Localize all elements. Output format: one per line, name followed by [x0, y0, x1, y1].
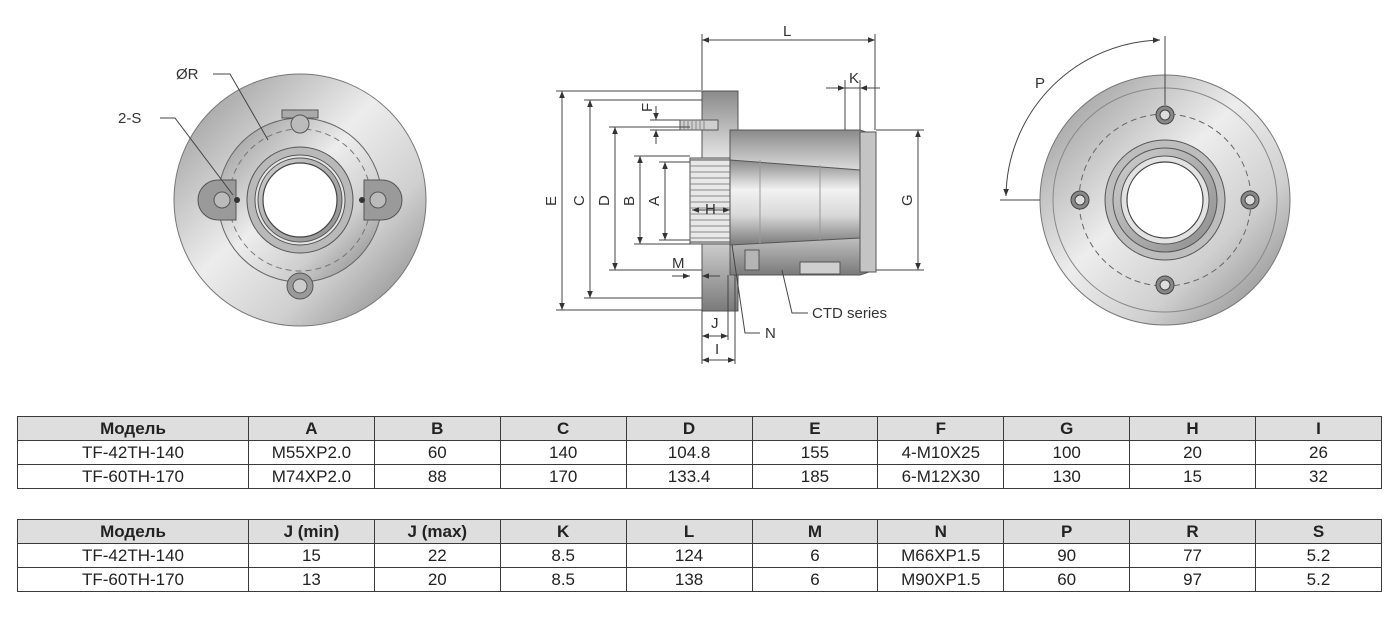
header-cell: L	[625, 519, 753, 544]
table-cell: 15	[1129, 464, 1256, 489]
header-cell: N	[877, 519, 1005, 544]
bolt-pocket-left	[197, 179, 237, 221]
table-cell: TF-42TH-140	[17, 440, 249, 465]
spec-table-2: Модель J (min) J (max) K L M N P R S TF-…	[17, 519, 1382, 592]
threaded-nose	[689, 159, 731, 243]
table-header-row: Модель A B C D E F G H I	[17, 416, 1382, 441]
bolt-pocket-top	[281, 109, 319, 134]
table-cell: 13	[248, 567, 375, 592]
header-cell: M	[751, 519, 879, 544]
header-cell: J (max)	[373, 519, 501, 544]
table-cell: TF-60TH-170	[17, 464, 249, 489]
table-cell: 104.8	[625, 440, 753, 465]
table-cell: 15	[248, 543, 375, 568]
table-cell: 5.2	[1255, 567, 1382, 592]
table-cell: 138	[625, 567, 753, 592]
header-cell: G	[1003, 416, 1131, 441]
table-cell: 60	[373, 440, 501, 465]
table-cell: 32	[1255, 464, 1382, 489]
spec-table-1: Модель A B C D E F G H I TF-42TH-140 M55…	[17, 416, 1382, 489]
table-cell: 124	[625, 543, 753, 568]
header-cell: B	[373, 416, 501, 441]
header-cell: F	[877, 416, 1005, 441]
header-cell: K	[499, 519, 627, 544]
table-cell: 26	[1255, 440, 1382, 465]
label-a: A	[646, 196, 663, 206]
table-cell: M66XP1.5	[877, 543, 1005, 568]
header-cell: R	[1129, 519, 1256, 544]
label-s: 2-S	[118, 110, 141, 127]
label-d: D	[596, 195, 613, 206]
label-n: N	[765, 325, 776, 342]
label-b: B	[621, 196, 638, 206]
table-cell: 97	[1129, 567, 1256, 592]
table-cell: 90	[1003, 543, 1131, 568]
table-cell: 133.4	[625, 464, 753, 489]
table-cell: M55XP2.0	[248, 440, 375, 465]
table-cell: 88	[373, 464, 501, 489]
table-cell: TF-42TH-140	[17, 543, 249, 568]
dimension-lines	[556, 34, 924, 364]
label-e: E	[543, 196, 560, 206]
label-h: H	[705, 201, 716, 218]
label-ctd-series: CTD series	[812, 305, 887, 322]
table-cell: 130	[1003, 464, 1131, 489]
table-row: TF-42TH-140 M55XP2.0 60 140 104.8 155 4-…	[17, 440, 1382, 465]
table-row: TF-42TH-140 15 22 8.5 124 6 M66XP1.5 90 …	[17, 543, 1382, 568]
table-cell: 4-M10X25	[877, 440, 1005, 465]
header-cell: A	[248, 416, 375, 441]
front-view-right: P	[1000, 36, 1291, 326]
table-cell: 155	[751, 440, 879, 465]
header-cell: I	[1255, 416, 1382, 441]
label-i: I	[715, 341, 719, 358]
table-cell: 8.5	[499, 543, 627, 568]
section-view: L K F E C D B A H G M J I N CTD series	[543, 23, 924, 364]
table-cell: 20	[1129, 440, 1256, 465]
header-cell: J (min)	[248, 519, 375, 544]
header-cell: P	[1003, 519, 1131, 544]
label-j: J	[711, 315, 719, 332]
table-cell: 8.5	[499, 567, 627, 592]
label-p: P	[1035, 75, 1045, 92]
technical-drawing: ØR 2-S	[118, 23, 1291, 364]
label-g: G	[899, 194, 916, 206]
header-cell: Модель	[17, 519, 249, 544]
bolt-pocket-bottom	[286, 272, 314, 300]
label-r: ØR	[176, 66, 199, 83]
table-cell: 22	[373, 543, 501, 568]
table-cell: 6-M12X30	[877, 464, 1005, 489]
table-cell: 6	[751, 567, 879, 592]
table-cell: 100	[1003, 440, 1131, 465]
table-cell: 6	[751, 543, 879, 568]
table-cell: 60	[1003, 567, 1131, 592]
header-cell: D	[625, 416, 753, 441]
table-header-row: Модель J (min) J (max) K L M N P R S	[17, 519, 1382, 544]
label-k: K	[849, 70, 859, 87]
header-cell: E	[751, 416, 879, 441]
header-cell: S	[1255, 519, 1382, 544]
header-cell: C	[499, 416, 627, 441]
label-m: M	[672, 255, 685, 272]
bolt-pocket-right	[363, 179, 403, 221]
table-cell: M90XP1.5	[877, 567, 1005, 592]
table-cell: 185	[751, 464, 879, 489]
header-cell: H	[1129, 416, 1256, 441]
table-cell: 77	[1129, 543, 1256, 568]
table-row: TF-60TH-170 M74XP2.0 88 170 133.4 185 6-…	[17, 464, 1382, 489]
table-cell: M74XP2.0	[248, 464, 375, 489]
label-l: L	[783, 23, 791, 40]
table-cell: 140	[499, 440, 627, 465]
table-cell: 20	[373, 567, 501, 592]
front-view-left: ØR 2-S	[118, 66, 427, 327]
table-row: TF-60TH-170 13 20 8.5 138 6 M90XP1.5 60 …	[17, 567, 1382, 592]
table-cell: 170	[499, 464, 627, 489]
label-f: F	[639, 103, 656, 112]
table-cell: 5.2	[1255, 543, 1382, 568]
table-cell: TF-60TH-170	[17, 567, 249, 592]
header-cell: Модель	[17, 416, 249, 441]
label-c: C	[571, 195, 588, 206]
